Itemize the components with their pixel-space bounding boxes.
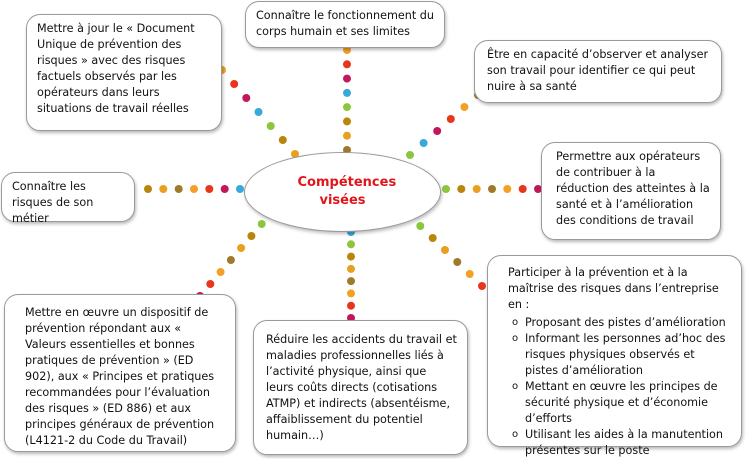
connector-bottom-left-dot bbox=[206, 280, 215, 288]
connector-bottom-right-dot bbox=[441, 246, 449, 254]
participer-item-4: Utilisant les aides à la manutention pré… bbox=[508, 427, 731, 459]
participer-item-3: Mettant en œuvre les principes de sécuri… bbox=[508, 379, 731, 427]
center-title: Compétences visées bbox=[297, 175, 397, 208]
connector-bottom-dot bbox=[347, 240, 355, 249]
connector-bottom-dot bbox=[347, 277, 355, 286]
connector-left-dot bbox=[205, 185, 214, 193]
connector-left-dot bbox=[220, 185, 229, 193]
connector-right-dot bbox=[518, 185, 527, 193]
connector-top-dot bbox=[343, 103, 351, 112]
connector-top-right-dot bbox=[460, 103, 469, 111]
connector-left-dot bbox=[190, 185, 198, 193]
center-ellipse: Compétences visées bbox=[244, 152, 441, 232]
box-corps-humain: Connaître le fonctionnement du corps hum… bbox=[245, 1, 445, 48]
connector-left-dot bbox=[174, 185, 183, 193]
connector-top-dot bbox=[343, 88, 351, 97]
connector-top-dot bbox=[343, 60, 351, 69]
box-observer-analyser-text: Être en capacité d’observer et analyser … bbox=[487, 48, 709, 93]
box-document-unique-text: Mettre à jour le « Document Unique de pr… bbox=[37, 22, 195, 115]
connector-top-left-dot bbox=[278, 136, 287, 144]
box-reduction-atteintes-text: Permettre aux opérateurs de contribuer à… bbox=[556, 150, 710, 227]
participer-prevention-list: Proposant des pistes d’amélioration Info… bbox=[508, 315, 731, 459]
connector-top-right-dot bbox=[406, 151, 414, 159]
connector-bottom-right-dot bbox=[416, 222, 425, 230]
connector-top-right-dot bbox=[433, 127, 442, 135]
box-dispositif-prevention: Mettre en œuvre un dispositif de prévent… bbox=[4, 294, 236, 452]
connector-bottom-left-dot bbox=[257, 220, 266, 228]
connector-right-dot bbox=[442, 185, 450, 193]
participer-item-2: Informant les personnes ad’hoc des risqu… bbox=[508, 331, 731, 379]
box-corps-humain-text: Connaître le fonctionnement du corps hum… bbox=[256, 9, 434, 38]
connector-right-dot bbox=[503, 185, 512, 193]
connector-top-right-dot bbox=[446, 115, 455, 123]
box-observer-analyser: Être en capacité d’observer et analyser … bbox=[474, 40, 722, 103]
connector-right-dot bbox=[534, 185, 542, 193]
box-participer-prevention: Participer à la prévention et à la maîtr… bbox=[487, 255, 742, 457]
connector-bottom-right-dot bbox=[453, 258, 462, 266]
connector-left-dot bbox=[159, 185, 168, 193]
connector-top-dot bbox=[343, 117, 351, 126]
box-risques-metier-text: Connaître les risques de son métier bbox=[12, 180, 94, 225]
connector-right-dot bbox=[488, 185, 496, 193]
participer-item-1: Proposant des pistes d’amélioration bbox=[508, 315, 731, 331]
connector-bottom-left-dot bbox=[247, 232, 256, 240]
connector-top-right-dot bbox=[419, 139, 428, 147]
connector-bottom-right-dot bbox=[428, 234, 437, 242]
connector-bottom-dot bbox=[347, 289, 355, 298]
connector-bottom-right-dot bbox=[478, 282, 486, 290]
connector-top-dot bbox=[343, 74, 351, 83]
connector-top-left-dot bbox=[266, 122, 275, 130]
box-reduire-accidents-text: Réduire les accidents du travail et mala… bbox=[266, 333, 457, 442]
box-document-unique: Mettre à jour le « Document Unique de pr… bbox=[26, 14, 222, 131]
connector-bottom-dot bbox=[347, 252, 355, 261]
box-dispositif-prevention-text: Mettre en œuvre un dispositif de prévent… bbox=[25, 306, 215, 447]
connector-bottom-dot bbox=[347, 264, 355, 273]
connector-top-left-dot bbox=[254, 108, 263, 116]
connector-top-left-dot bbox=[230, 80, 239, 88]
connector-bottom-left-dot bbox=[216, 268, 225, 276]
connector-bottom-left-dot bbox=[226, 256, 235, 264]
connector-right-dot bbox=[472, 185, 481, 193]
connector-bottom-dot bbox=[347, 301, 355, 310]
connector-bottom-right-dot bbox=[465, 270, 474, 278]
connector-top-left-dot bbox=[242, 94, 251, 102]
box-participer-prevention-intro: Participer à la prévention et à la maîtr… bbox=[508, 266, 719, 311]
connector-right-dot bbox=[457, 185, 466, 193]
connector-top-dot bbox=[343, 46, 351, 54]
box-reduire-accidents: Réduire les accidents du travail et mala… bbox=[253, 320, 468, 455]
connector-top-dot bbox=[343, 131, 351, 140]
connector-left-dot bbox=[144, 185, 152, 193]
box-risques-metier: Connaître les risques de son métier bbox=[1, 172, 135, 225]
connector-left-dot bbox=[236, 185, 244, 193]
connector-bottom-left-dot bbox=[237, 244, 246, 252]
box-reduction-atteintes: Permettre aux opérateurs de contribuer à… bbox=[541, 142, 721, 240]
